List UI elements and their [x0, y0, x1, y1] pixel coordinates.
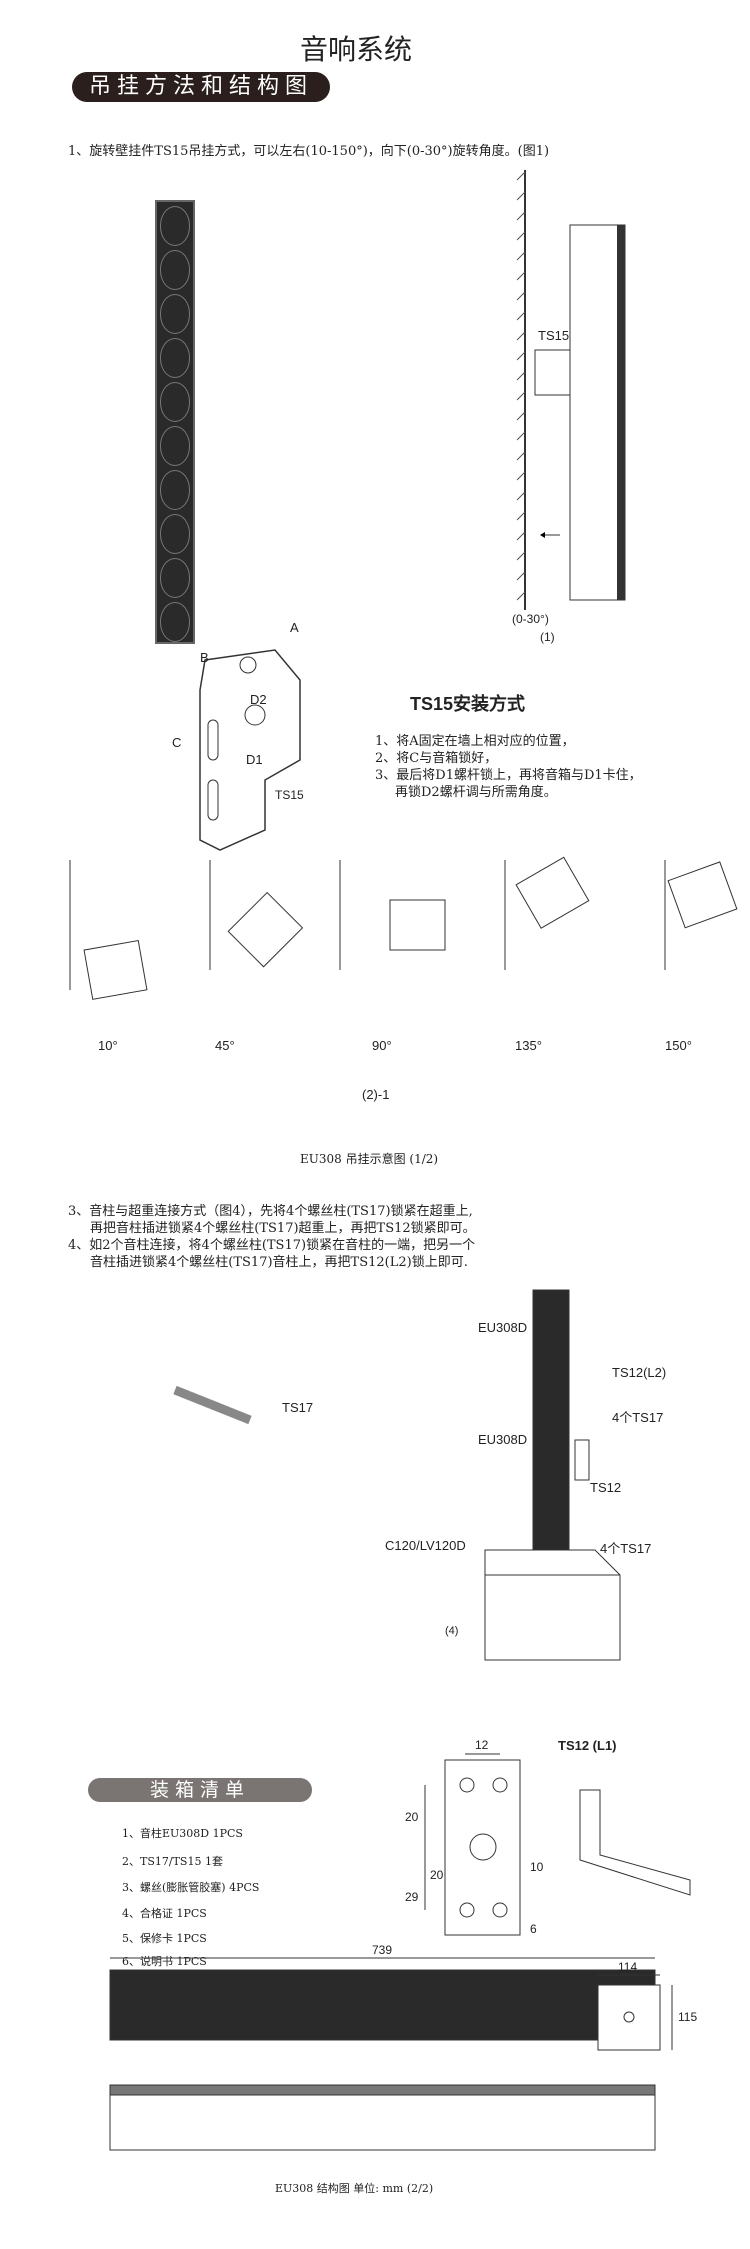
ts12-label: TS12	[590, 1480, 622, 1495]
angle-label: 135°	[515, 1038, 542, 1053]
ts17-label: TS17	[282, 1400, 314, 1415]
stack-diagram	[173, 1289, 621, 1661]
install-step: 2、将C与音箱锁好，	[375, 751, 498, 766]
install-step: 3、最后将D1螺杆锁上，再将音箱与D1卡住，	[375, 768, 642, 783]
bracket-label-d1: D1	[246, 752, 263, 767]
dim-label: 6	[530, 1922, 537, 1936]
dim-label: 10	[530, 1860, 544, 1874]
bracket-label-b: B	[200, 650, 209, 665]
ts15-bracket-diagram	[199, 649, 301, 851]
caption-2: EU308 结构图 单位: mm (2/2)	[275, 2182, 434, 2195]
eu308d-bottom-label: EU308D	[478, 1432, 528, 1447]
bracket-label-d2: D2	[250, 692, 267, 707]
caption-1: EU308 吊挂示意图 (1/2)	[300, 1152, 439, 1166]
range-label: (0-30°)	[512, 612, 549, 626]
fig-1-label: (1)	[540, 630, 555, 644]
install-step: 再锁D2螺杆调与所需角度。	[395, 785, 557, 800]
angle-label: 45°	[215, 1038, 235, 1053]
ts15-install-title: TS15安装方式	[410, 694, 526, 714]
packing-list-header: 装箱清单	[88, 1778, 312, 1802]
step-4-text: 4、如2个音柱连接，将4个螺丝柱(TS17)锁紧在音柱的一端，把另一个	[68, 1238, 476, 1253]
height-dim: 115	[678, 2010, 698, 2024]
width-dim: 114	[618, 1960, 638, 1974]
ts12-l1-title: TS12 (L1)	[558, 1738, 617, 1753]
subwoofer-label: C120/LV120D	[385, 1538, 466, 1553]
eu308d-top-label: EU308D	[478, 1320, 528, 1335]
column-speaker-front	[155, 200, 195, 644]
page-title: 音响系统	[300, 33, 413, 66]
packing-item: 5、保修卡 1PCS	[122, 1932, 207, 1945]
angle-diagrams	[69, 856, 738, 1000]
dim-label: 29	[405, 1890, 419, 1904]
bracket-label-a: A	[290, 620, 299, 635]
packing-item: 1、音柱EU308D 1PCS	[122, 1827, 243, 1840]
angle-label: 150°	[665, 1038, 692, 1053]
wall-mount-side-diagram	[516, 170, 626, 610]
packing-item: 3、螺丝(膨胀管胶塞) 4PCS	[122, 1881, 260, 1894]
fig-4-label: (4)	[445, 1625, 459, 1637]
dim-label: 20	[405, 1810, 419, 1824]
dim-label: 12	[475, 1738, 489, 1752]
step-1-text: 1、旋转壁挂件TS15吊挂方式，可以左右(10-150°)，向下(0-30°)旋…	[68, 144, 550, 159]
step-3-text: 3、音柱与超重连接方式（图4），先将4个螺丝柱(TS17)锁紧在超重上,	[68, 1204, 473, 1219]
angle-label: 10°	[98, 1038, 118, 1053]
step-3-text: 再把音柱插进锁紧4个螺丝柱(TS17)超重上，再把TS12锁紧即可。	[90, 1221, 476, 1236]
section-header: 吊挂方法和结构图	[72, 72, 330, 102]
bracket-label-c: C	[172, 735, 182, 750]
ts17-lower-label: 4个TS17	[600, 1541, 652, 1556]
fig-2-label: (2)-1	[362, 1087, 390, 1102]
packing-item: 4、合格证 1PCS	[122, 1907, 207, 1920]
bracket-name: TS15	[275, 788, 304, 802]
ts17-upper-label: 4个TS17	[612, 1410, 664, 1425]
ts12-l2-label: TS12(L2)	[612, 1365, 667, 1380]
dim-label: 20	[430, 1868, 444, 1882]
length-dim: 739	[372, 1943, 393, 1957]
ts15-label: TS15	[538, 328, 570, 343]
angle-label: 90°	[372, 1038, 392, 1053]
install-step: 1、将A固定在墙上相对应的位置，	[375, 734, 575, 749]
step-4-text: 音柱插进锁紧4个螺丝柱(TS17)音柱上，再把TS12(L2)锁上即可.	[90, 1255, 468, 1270]
packing-item: 2、TS17/TS15 1套	[122, 1855, 223, 1868]
